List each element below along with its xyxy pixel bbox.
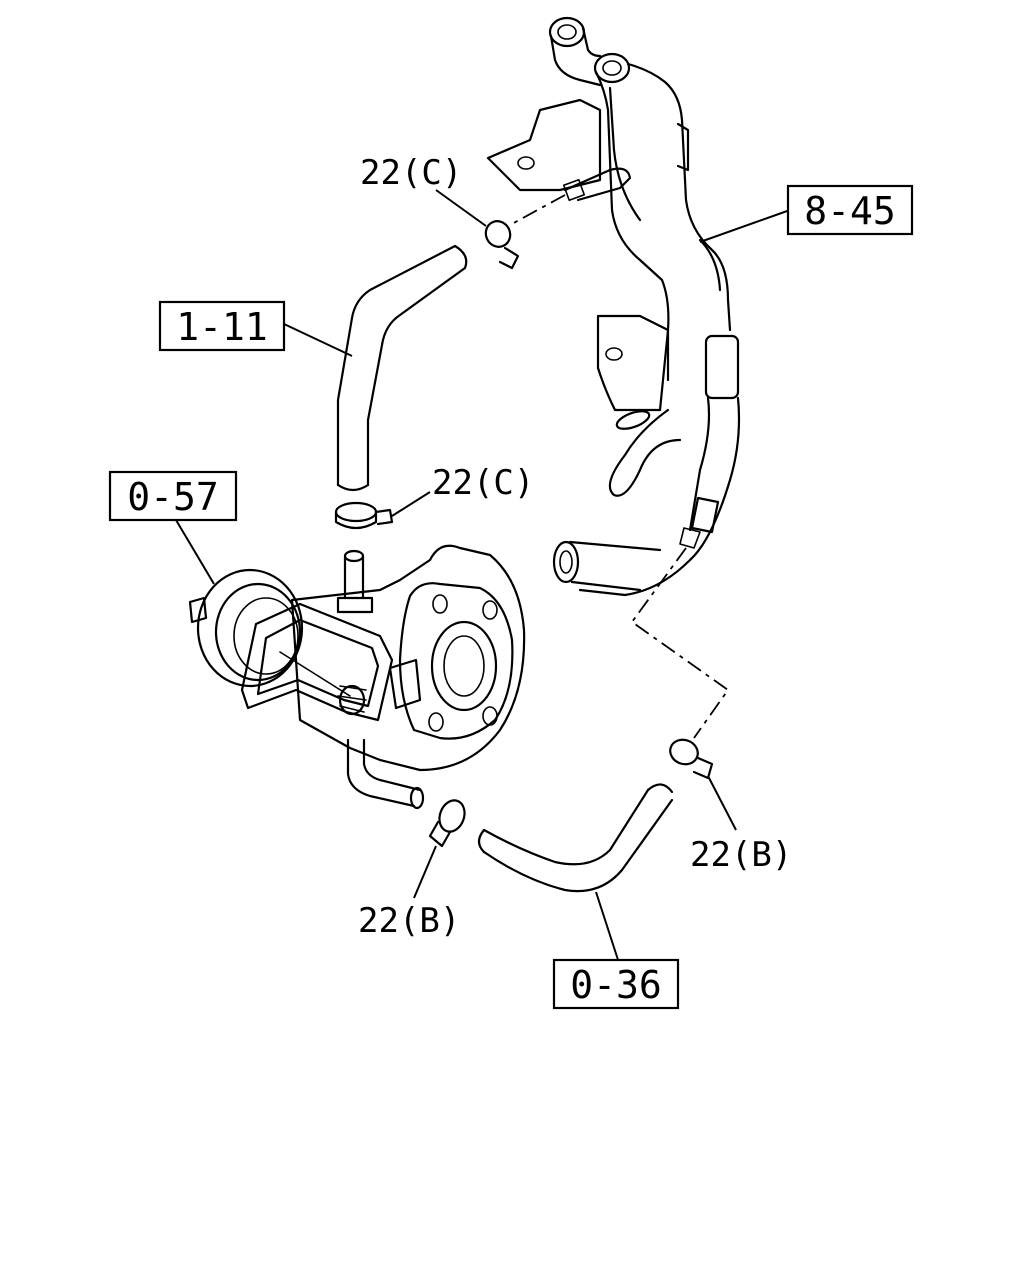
hose-0-36[interactable] (477, 783, 674, 893)
clamp-22c-lower[interactable] (334, 501, 394, 530)
callout-1-11[interactable]: 1-11 (158, 300, 286, 352)
leader-22c-lower (391, 491, 431, 517)
label-22c-upper: 22(C) (360, 153, 462, 193)
leader-22c-upper (435, 189, 487, 227)
leader-1-11 (283, 323, 353, 357)
clamp-22b-right[interactable] (667, 736, 714, 780)
leader-22b-right (707, 775, 737, 831)
label-22b-right: 22(B) (690, 835, 792, 875)
callout-label-8-45: 8-45 (804, 189, 896, 233)
callout-label-0-36: 0-36 (570, 963, 662, 1007)
leader-0-36 (595, 891, 621, 967)
callout-label-1-11: 1-11 (176, 305, 268, 349)
clamp-22c-upper[interactable] (482, 217, 520, 270)
callout-label-0-57: 0-57 (127, 475, 219, 519)
egr-valve-assembly[interactable] (188, 544, 526, 810)
label-22c-lower: 22(C) (432, 463, 534, 503)
water-pipe-assembly (486, 16, 741, 597)
hose-1-11[interactable] (336, 244, 468, 492)
clamp-22b-left[interactable] (428, 797, 469, 848)
leader-8-45 (699, 209, 791, 243)
callout-8-45[interactable]: 8-45 (786, 184, 914, 236)
callout-0-57[interactable]: 0-57 (108, 470, 238, 522)
leader-22b-left (413, 845, 437, 899)
label-22b-left: 22(B) (358, 901, 460, 941)
callout-0-36[interactable]: 0-36 (552, 958, 680, 1010)
leader-0-57 (175, 519, 215, 585)
